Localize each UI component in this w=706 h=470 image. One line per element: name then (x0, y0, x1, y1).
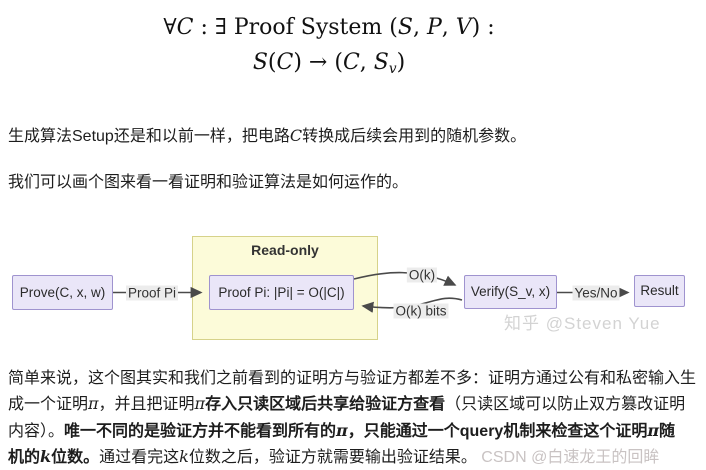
arrow-label-yes-no: Yes/No (572, 285, 620, 301)
math-formula-block: ∀C : ∃ Proof System (S, P, V) : S(C) → (… (0, 0, 706, 87)
arrow-label-ok-bits: O(k) bits (393, 303, 449, 319)
proof-system-diagram: Read-only Prove(C, x, w) Proof Pi: |Pi| … (0, 232, 706, 354)
arrow-label-proof-pi: Proof Pi (125, 285, 179, 301)
paragraph-explanation: 简单来说，这个图其实和我们之前看到的证明方与验证方都差不多：证明方通过公有和私密… (0, 366, 706, 470)
verify-box: Verify(S_v, x) (464, 274, 557, 309)
explanation-line-3: 内容）。唯一不同的是验证方并不能看到所有的π，只能通过一个query机制来检查这… (8, 420, 676, 440)
formula-line-1: ∀C : ∃ Proof System (S, P, V) : (163, 15, 495, 40)
formula-line-2: S(C) → (C, Sv) (252, 50, 406, 77)
zhihu-watermark: 知乎 @Steven Yue (504, 313, 661, 333)
prove-box: Prove(C, x, w) (12, 274, 113, 310)
paragraph-setup: 生成算法Setup还是和以前一样，把电路C转换成后续会用到的随机参数。 (8, 125, 527, 145)
explanation-line-4: 机的k位数。通过看完这k位数之后，验证方就需要输出验证结果。 CSDN @白速龙… (8, 447, 660, 467)
explanation-line-2: 成一个证明π，并且把证明π存入只读区域后共享给验证方查看（只读区域可以防止双方篡… (8, 394, 686, 414)
explanation-line-1: 简单来说，这个图其实和我们之前看到的证明方与验证方都差不多：证明方通过公有和私密… (8, 369, 697, 387)
arrow-label-ok: O(k) (406, 267, 438, 283)
paragraph-intro-diagram: 我们可以画个图来看一看证明和验证算法是如何运作的。 (8, 173, 409, 191)
readonly-zone-label: Read-only (251, 241, 319, 258)
result-box: Result (634, 274, 685, 307)
proof-pi-box: Proof Pi: |Pi| = O(|C|) (209, 274, 354, 310)
